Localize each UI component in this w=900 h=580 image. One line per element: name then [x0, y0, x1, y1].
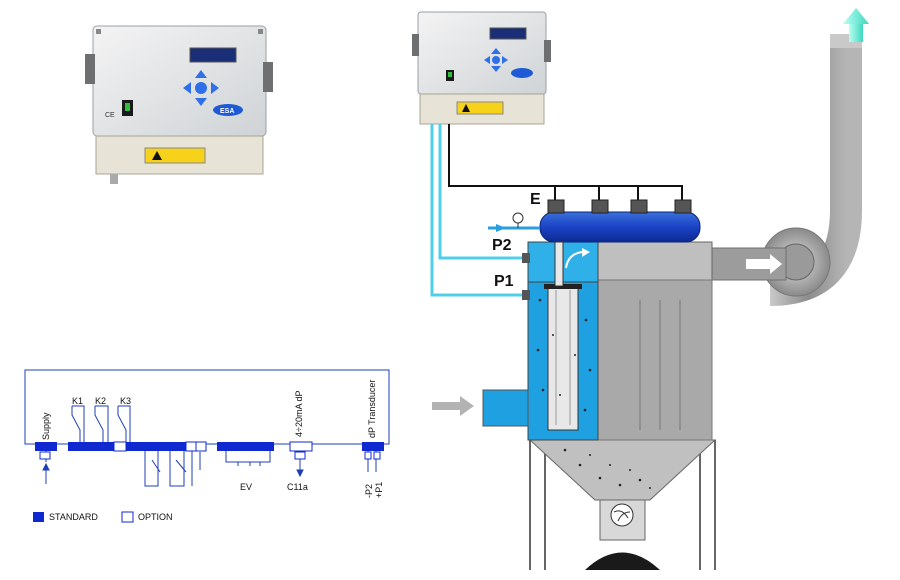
svg-text:ESA: ESA [220, 108, 234, 115]
air-manifold [488, 199, 701, 287]
legend-option-swatch [121, 511, 134, 523]
label-plus-p1: +P1 [374, 481, 384, 498]
label-k3: K3 [120, 396, 132, 406]
filter-bag [547, 284, 579, 431]
label-p1: P1 [494, 273, 514, 290]
label-minus-p2: -P2 [364, 483, 374, 498]
label-e: E [530, 191, 541, 208]
display-screen [189, 47, 237, 63]
keypad [183, 70, 219, 106]
label-analog-out: 4÷20mA dP [294, 390, 304, 437]
warning-label [144, 147, 206, 164]
legend-option-label: OPTION [138, 512, 173, 522]
label-ev: EV [240, 482, 253, 492]
wiring-schematic [24, 369, 390, 487]
dust-particles [536, 298, 651, 489]
legend [33, 511, 134, 523]
terminal-blocks [35, 441, 384, 460]
solenoid-valves [547, 199, 692, 214]
outlet-arrow-up [843, 8, 869, 42]
label-p2: P2 [492, 237, 512, 254]
label-dp-transducer: dP Transducer [367, 379, 377, 438]
pressure-gauge-icon [512, 212, 524, 224]
label-c11a: C11a [287, 482, 308, 492]
controller-unit-large: CE ESA [85, 25, 273, 184]
hinge [85, 54, 95, 84]
label-supply: Supply [41, 412, 51, 440]
hinge [263, 62, 273, 92]
controller-unit-small [412, 11, 551, 125]
label-k1: K1 [72, 396, 84, 406]
label-k2: K2 [95, 396, 107, 406]
legend-standard-swatch [33, 512, 44, 522]
filter-housing [432, 241, 717, 570]
dust-pile [585, 552, 660, 570]
signal-wiring [430, 124, 683, 297]
legend-standard-label: STANDARD [49, 512, 98, 522]
exhaust-duct [711, 8, 869, 306]
ce-mark: CE [105, 112, 115, 119]
inlet-arrow [432, 396, 474, 416]
flow-arrow-right [746, 254, 782, 274]
esa-logo [213, 104, 243, 116]
